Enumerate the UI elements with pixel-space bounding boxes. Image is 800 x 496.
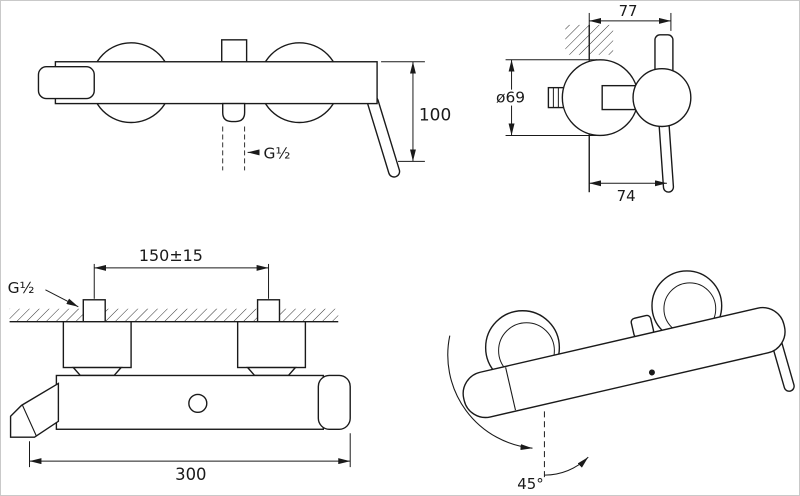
lever-handle — [658, 117, 675, 193]
set-screw-dot — [648, 369, 655, 376]
inlet-right — [256, 299, 281, 323]
union-right — [236, 321, 307, 369]
wall-hatch — [9, 308, 339, 322]
front-view-part — [37, 39, 401, 178]
plan-view-part — [9, 299, 351, 438]
union-left — [62, 321, 132, 369]
side-view: 77 ø69 74 — [489, 2, 692, 205]
bottom-outlet — [222, 102, 246, 123]
label-mask — [489, 89, 532, 106]
swivel-arc-arrow — [447, 335, 533, 451]
right-cap — [317, 374, 351, 430]
spout-edge — [22, 405, 37, 437]
spout — [9, 382, 60, 438]
union-taper-left — [71, 366, 123, 377]
dim-label-inlet-thread: G½ — [8, 279, 35, 297]
front-view-dimensions: 100 G½ — [222, 61, 451, 171]
side-view-dimensions: 77 ø69 74 — [489, 2, 672, 205]
plan-view: 150±15 G½ 300 — [8, 246, 351, 484]
inlet-left — [82, 299, 106, 323]
perspective-part — [462, 270, 795, 419]
mixer-body — [462, 306, 786, 419]
perspective-view: 45° — [447, 270, 795, 493]
valve-knob — [632, 68, 692, 128]
dim-label-length: 300 — [175, 465, 206, 484]
dim-label-outlet-thread: G½ — [264, 144, 291, 162]
dim-label-diameter: ø69 — [496, 89, 525, 107]
union-taper-right — [246, 366, 297, 377]
dim-label-projection-top: 77 — [619, 2, 638, 20]
thread-leader-arrow — [45, 289, 79, 308]
dim-label-height: 100 — [419, 105, 451, 125]
dim-label-inlet-spacing: 150±15 — [139, 246, 203, 265]
perspective-annotations: 45° — [517, 411, 589, 493]
screw-boss — [188, 393, 208, 414]
angle-arc-arrow — [544, 456, 589, 476]
dim-label-swivel-angle: 45° — [517, 475, 543, 493]
top-port — [221, 39, 248, 64]
dim-label-projection-bottom: 74 — [617, 187, 636, 205]
cap-junction-line — [505, 367, 517, 411]
left-cap — [37, 66, 95, 100]
side-view-part — [547, 24, 692, 193]
mixer-body — [54, 61, 378, 105]
plan-view-dimensions: 150±15 G½ 300 — [8, 246, 351, 484]
lever-handle — [366, 95, 401, 178]
body-tube — [462, 306, 786, 419]
front-view: 100 G½ — [37, 39, 451, 178]
